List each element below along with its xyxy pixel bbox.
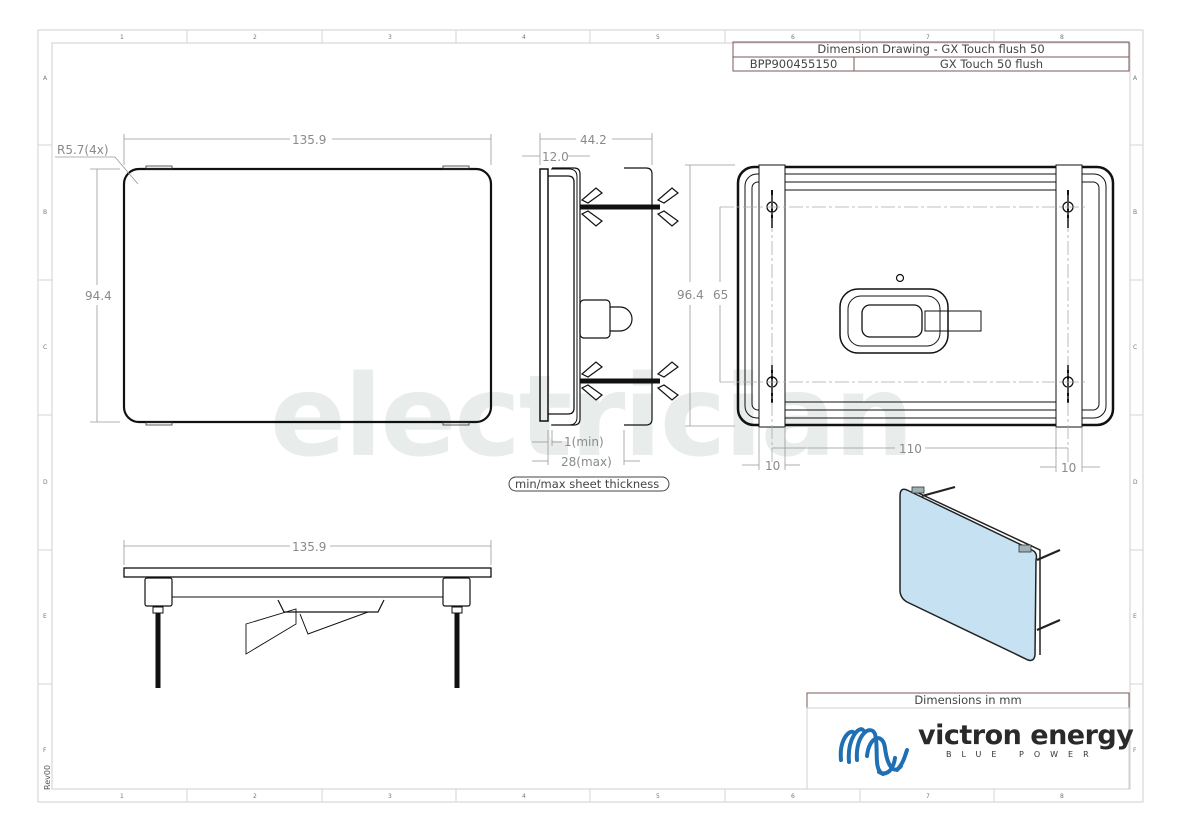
side-front-depth-dim: 12.0 bbox=[542, 150, 569, 164]
brand-name: victron energy bbox=[918, 720, 1134, 751]
zone-row-e: E bbox=[43, 613, 47, 620]
zone-col-4-bottom: 4 bbox=[522, 793, 526, 800]
revision-label: Rev00 bbox=[43, 765, 52, 790]
victron-swirl-icon bbox=[838, 727, 909, 776]
zone-col-4: 4 bbox=[522, 34, 526, 41]
drawing-title: Dimension Drawing - GX Touch flush 50 bbox=[817, 42, 1045, 56]
zone-row-a: A bbox=[43, 75, 48, 82]
part-number: BPP900455150 bbox=[749, 57, 838, 71]
bottom-width-dim: 135.9 bbox=[292, 540, 326, 554]
side-depth-dim: 44.2 bbox=[580, 133, 607, 147]
zone-row-e-right: E bbox=[1133, 613, 1137, 620]
rear-view bbox=[736, 164, 1115, 428]
units-note: Dimensions in mm bbox=[914, 693, 1022, 707]
zone-col-2-bottom: 2 bbox=[253, 793, 257, 800]
zone-row-b-right: B bbox=[1133, 209, 1137, 216]
zone-col-6: 6 bbox=[791, 34, 795, 41]
side-view bbox=[539, 167, 679, 426]
front-height-dim: 94.4 bbox=[85, 289, 112, 303]
zone-row-b: B bbox=[43, 209, 47, 216]
zone-row-f-right: F bbox=[1133, 747, 1137, 754]
front-view: 135.9 94.4 R5.7(4x) bbox=[55, 133, 493, 426]
brand-tagline: BLUE POWER bbox=[946, 750, 1099, 759]
sheet-max-dim: 28(max) bbox=[561, 455, 612, 469]
product-name: GX Touch 50 flush bbox=[939, 57, 1044, 71]
rear-height-dim: 96.4 bbox=[677, 288, 704, 302]
rear-hole-spacing-horizontal-dim: 110 bbox=[899, 442, 922, 456]
zone-row-c-right: C bbox=[1133, 344, 1137, 351]
zone-col-5: 5 bbox=[656, 34, 660, 41]
zone-col-7: 7 bbox=[926, 34, 930, 41]
bottom-view bbox=[123, 567, 492, 688]
rear-bracket-left-dim: 10 bbox=[765, 459, 780, 473]
zone-row-c: C bbox=[43, 344, 47, 351]
zone-col-8: 8 bbox=[1060, 34, 1064, 41]
zone-col-2: 2 bbox=[253, 34, 257, 41]
zone-row-a-right: A bbox=[1133, 75, 1138, 82]
zone-col-3: 3 bbox=[388, 34, 392, 41]
front-width-dim: 135.9 bbox=[292, 133, 326, 147]
rear-bracket-right-dim: 10 bbox=[1061, 461, 1076, 475]
zone-row-d-right: D bbox=[1133, 479, 1138, 486]
sheet-thickness-note: min/max sheet thickness bbox=[515, 477, 659, 491]
zone-col-8-bottom: 8 bbox=[1060, 793, 1064, 800]
iso-view bbox=[899, 485, 1061, 662]
zone-col-7-bottom: 7 bbox=[926, 793, 930, 800]
corner-radius-dim: R5.7(4x) bbox=[57, 143, 109, 157]
zone-col-1: 1 bbox=[120, 34, 124, 41]
zone-col-1-bottom: 1 bbox=[120, 793, 124, 800]
zone-row-d: D bbox=[43, 479, 48, 486]
zone-row-f: F bbox=[43, 747, 47, 754]
rear-hole-spacing-vertical-dim: 65 bbox=[713, 288, 728, 302]
zone-col-5-bottom: 5 bbox=[656, 793, 660, 800]
sheet-min-dim: 1(min) bbox=[564, 435, 604, 449]
zone-col-6-bottom: 6 bbox=[791, 793, 795, 800]
zone-col-3-bottom: 3 bbox=[388, 793, 392, 800]
